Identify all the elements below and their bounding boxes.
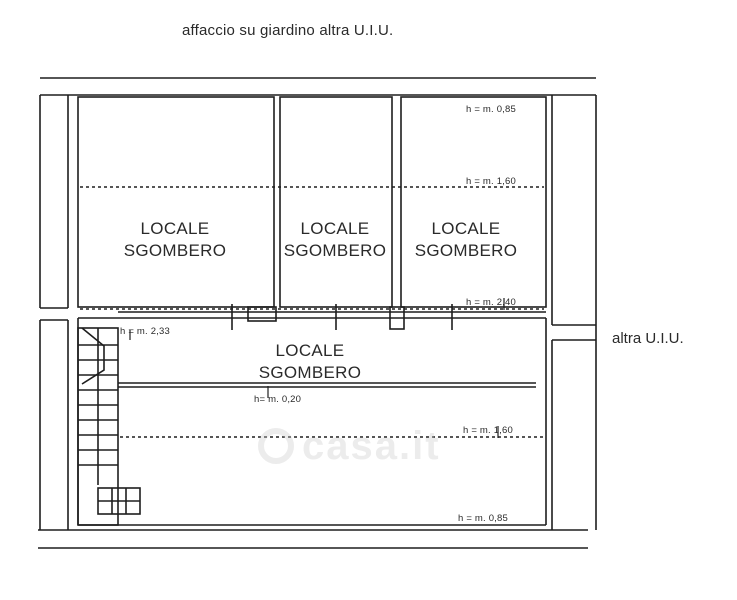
right-caption: altra U.I.U. [612, 330, 684, 347]
height-note-7: h = m. 0,85 [458, 513, 508, 524]
height-note-6: h = m. 1,60 [463, 425, 513, 436]
height-note-1: h = m. 0,85 [466, 104, 516, 115]
height-note-4: h = m. 2,33 [120, 326, 170, 337]
top-caption: affaccio su giardino altra U.I.U. [182, 22, 394, 39]
room-1-outline [77, 96, 275, 308]
watermark-circle-icon [258, 428, 294, 464]
height-note-5: h= m. 0,20 [254, 394, 302, 405]
height-note-3: h = m. 2,40 [466, 297, 516, 308]
room-3-outline [400, 96, 547, 308]
room-2-outline [279, 96, 393, 308]
height-note-2: h = m. 1,60 [466, 176, 516, 187]
watermark: casa.it [302, 424, 441, 468]
